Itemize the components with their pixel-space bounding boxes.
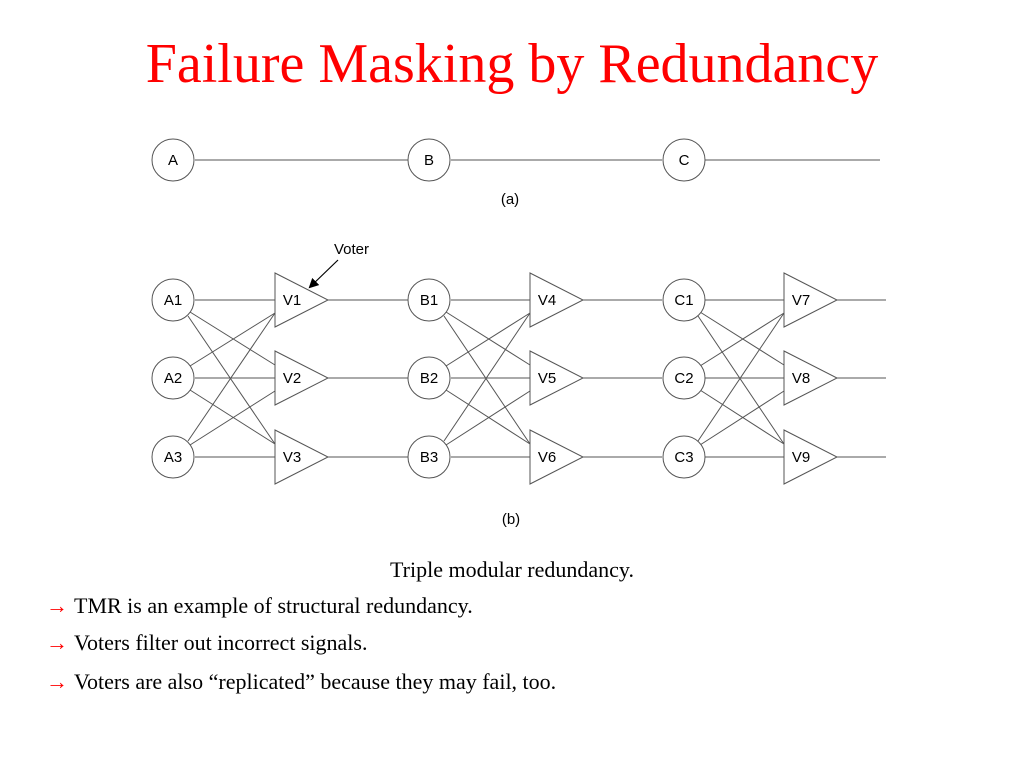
module-b1-label: B1 (420, 292, 438, 309)
figure-caption: Triple modular redundancy. (390, 557, 634, 582)
node-a-circle (151, 138, 195, 182)
voter-v4-triangle (529, 272, 585, 328)
voter-v5-label: V5 (538, 370, 556, 387)
voter-v3-triangle (274, 429, 330, 485)
voter-annotation-label: Voter (334, 241, 369, 258)
voter-v7-triangle (783, 272, 839, 328)
module-c2-label: C2 (674, 370, 693, 387)
module-b3-circle (407, 435, 451, 479)
module-a3-label: A3 (164, 449, 182, 466)
module-c1-circle (662, 278, 706, 322)
bullet-text: TMR is an example of structural redundan… (74, 593, 473, 618)
module-a2-circle (151, 356, 195, 400)
module-b2-label: B2 (420, 370, 438, 387)
module-a1-circle (151, 278, 195, 322)
arrow-right-icon: → (46, 669, 68, 694)
module-a1-label: A1 (164, 292, 182, 309)
diagram-a: A B C (a) (151, 138, 880, 208)
voter-v1-triangle (274, 272, 330, 328)
node-c-label: C (679, 152, 690, 169)
wires (187, 299, 886, 458)
voter-v9-triangle (783, 429, 839, 485)
voter-v9-label: V9 (792, 449, 810, 466)
module-a2-label: A2 (164, 370, 182, 387)
node-b-circle (407, 138, 451, 182)
diagram-b-label: (b) (502, 511, 520, 528)
diagram-a-label: (a) (501, 191, 519, 208)
arrow-right-icon: → (46, 593, 68, 618)
module-b2-circle (407, 356, 451, 400)
module-c1-label: C1 (674, 292, 693, 309)
diagram-b: A1 A2 A3 V1 V2 V3 B1 B2 B3 V4 V5 V6 C1 C… (151, 241, 886, 528)
arrow-right-icon: → (46, 630, 68, 655)
module-c3-circle (662, 435, 706, 479)
module-c3-label: C3 (674, 449, 693, 466)
bullet-item: →TMR is an example of structural redunda… (46, 592, 473, 620)
voter-v8-label: V8 (792, 370, 810, 387)
bullet-text: Voters filter out incorrect signals. (74, 630, 368, 655)
voter-v3-label: V3 (283, 449, 301, 466)
voter-v8-triangle (783, 350, 839, 406)
module-a3-circle (151, 435, 195, 479)
node-c-circle (662, 138, 706, 182)
module-c2-circle (662, 356, 706, 400)
voter-annotation-arrow (308, 259, 339, 289)
node-b-label: B (424, 152, 434, 169)
module-b1-circle (407, 278, 451, 322)
voter-v1-label: V1 (283, 292, 301, 309)
voter-v6-label: V6 (538, 449, 556, 466)
bullet-item: →Voters are also “replicated” because th… (46, 668, 556, 696)
voter-v2-label: V2 (283, 370, 301, 387)
voter-v4-label: V4 (538, 292, 556, 309)
voter-v5-triangle (529, 350, 585, 406)
module-b3-label: B3 (420, 449, 438, 466)
bullet-item: →Voters filter out incorrect signals. (46, 629, 367, 657)
voter-v2-triangle (274, 350, 330, 406)
node-a-label: A (168, 152, 178, 169)
voter-v6-triangle (529, 429, 585, 485)
slide-title: Failure Masking by Redundancy (145, 33, 879, 95)
bullet-text: Voters are also “replicated” because the… (74, 669, 557, 694)
voter-v7-label: V7 (792, 292, 810, 309)
